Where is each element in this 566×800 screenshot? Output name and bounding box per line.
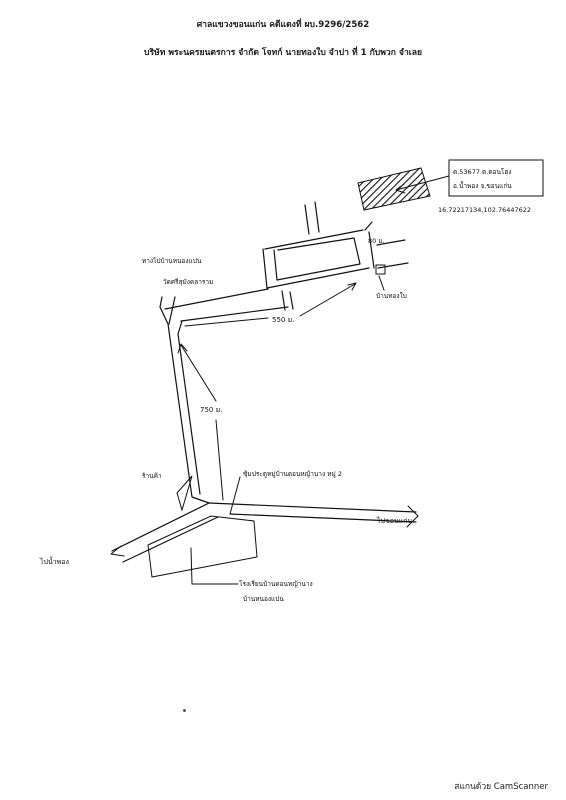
east-road-arrowhead bbox=[406, 505, 419, 528]
junction-label-line1: ซุ้มประตูหมู่บ้านดอนหญ้านาง หมู่ 2 bbox=[243, 470, 342, 478]
plot-pointer-arrow bbox=[395, 175, 450, 191]
temple-label: วัดศรีสุมังคลาราม bbox=[163, 278, 213, 286]
upper-road-east bbox=[364, 221, 409, 269]
property-title-line: ต.53677 ต.ดอนโฮง bbox=[453, 168, 512, 176]
property-info-box bbox=[448, 159, 544, 197]
distance-80m-label: 80 ม. bbox=[368, 237, 385, 245]
to-left-road-label: ไปน้ำพอง bbox=[39, 555, 69, 566]
scan-speck bbox=[183, 709, 186, 712]
main-road-west-edge bbox=[159, 306, 210, 504]
main-road-east-edge bbox=[177, 320, 201, 495]
school-pointer bbox=[190, 547, 239, 585]
gps-coordinates: 16.72217134,102.76447622 bbox=[438, 206, 531, 214]
distance-550m-label: 550 ม. bbox=[272, 316, 294, 324]
house-marker bbox=[375, 264, 386, 275]
west-road-north-edge bbox=[111, 502, 210, 552]
route-550m-arrow bbox=[184, 283, 356, 327]
school-label-line2: บ้านหนองแปน bbox=[243, 595, 284, 603]
route-550m-lower bbox=[180, 306, 289, 322]
plot-pointer-arrowhead bbox=[395, 183, 406, 194]
west-road-south-edge bbox=[122, 516, 219, 563]
route-550m-upper bbox=[164, 288, 269, 310]
route-750m-arrowhead bbox=[177, 343, 188, 354]
house-marker-label: บ้านทองใบ bbox=[376, 292, 407, 300]
target-plot bbox=[357, 167, 431, 211]
parties-header: บริษัท พระนครยนตรการ จำกัด โจทก์ นายทองใ… bbox=[143, 48, 423, 58]
shop-label: ร้านค้า bbox=[142, 472, 162, 480]
junction-pointer bbox=[229, 476, 241, 515]
main-road-north-end bbox=[159, 296, 176, 325]
distance-750m-label: 750 ม. bbox=[200, 406, 222, 414]
house-pointer bbox=[378, 275, 385, 291]
case-number-header: ศาลแขวงขอนแก่น คดีแดงที่ ผบ.9296/2562 bbox=[196, 20, 370, 30]
west-road-arrowhead bbox=[110, 545, 125, 557]
school-label-line1: โรงเรียนบ้านดอนหญ้านาง bbox=[239, 580, 313, 588]
east-road-south-edge bbox=[229, 513, 417, 523]
shop-marker bbox=[176, 475, 193, 512]
top-left-road-label: ทางไปบ้านหนองแปน bbox=[142, 257, 202, 265]
east-road-north-edge bbox=[208, 502, 417, 513]
upper-road-north bbox=[304, 201, 320, 235]
scanner-watermark: สแกนด้วย CamScanner bbox=[454, 782, 548, 792]
upper-road-loop bbox=[262, 237, 361, 289]
property-location-line: อ.น้ำพอง จ.ขอนแก่น bbox=[453, 181, 512, 190]
school-plot bbox=[147, 515, 258, 578]
upper-road-branch bbox=[264, 229, 370, 289]
upper-road-south-spur bbox=[281, 290, 294, 311]
route-550m-arrowhead bbox=[347, 282, 357, 291]
to-right-road-label: ไปขอนแก่น bbox=[376, 516, 412, 525]
route-750m-arrow bbox=[180, 344, 224, 501]
